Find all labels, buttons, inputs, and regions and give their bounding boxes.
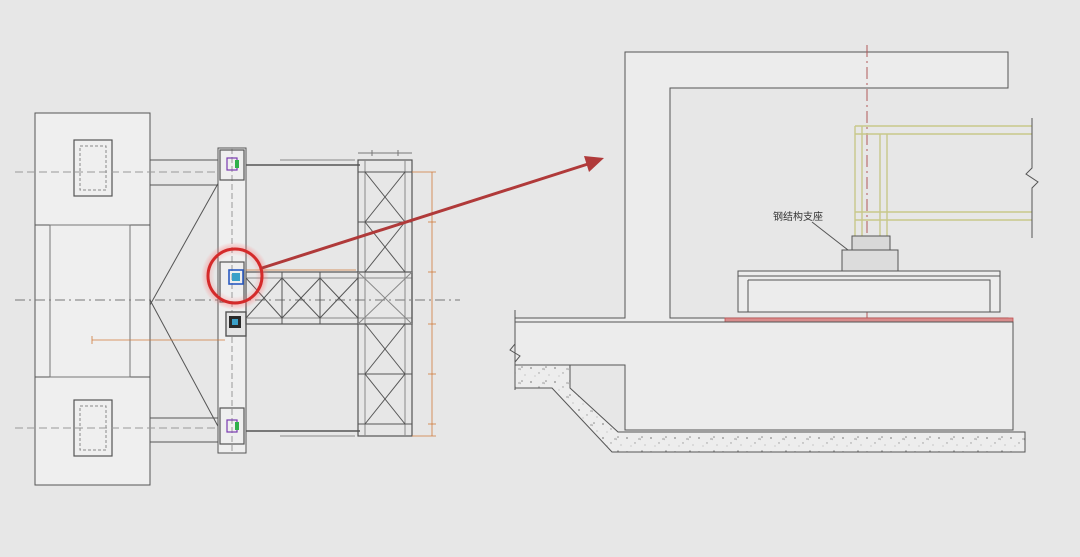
highlight-circle — [201, 242, 269, 310]
foundation — [509, 310, 1026, 453]
pier-outline — [34, 112, 151, 486]
callout-arrow — [261, 156, 604, 270]
box-column-top — [73, 139, 113, 197]
section-detail — [514, 45, 1039, 325]
bearing-label: 钢结构支座 — [773, 210, 823, 223]
